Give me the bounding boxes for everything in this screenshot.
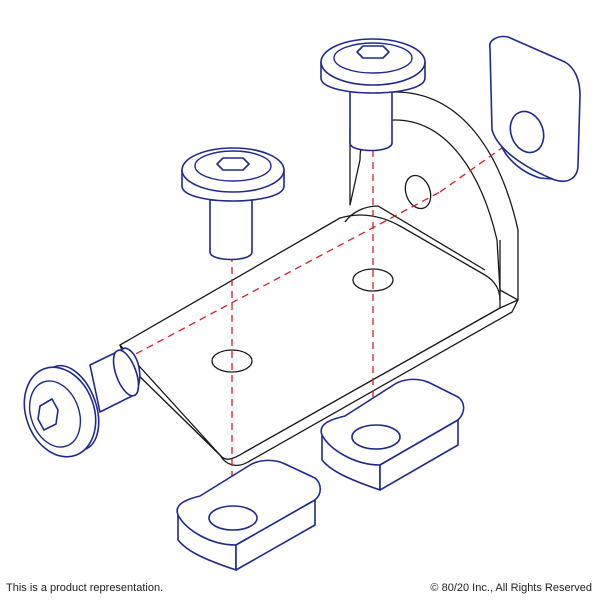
axis-side-screw (114, 191, 441, 366)
screw-side (23, 347, 141, 458)
screw-shank-end (112, 349, 140, 397)
t-nut-bottom-right (320, 378, 465, 491)
screw-shank (209, 199, 253, 261)
screw-dome-ring (194, 150, 272, 182)
copyright-text: © 80/20 Inc., All Rights Reserved (430, 582, 592, 594)
t-nut-hole (208, 505, 258, 531)
t-nut-hole (509, 110, 545, 154)
exploded-assembly-drawing (23, 35, 581, 571)
t-nut-face (488, 35, 581, 182)
hex-socket-icon (37, 398, 59, 431)
screw-top-left (181, 147, 285, 261)
t-nut-bottom-left (176, 459, 322, 571)
disclaimer-text: This is a product representation. (6, 582, 164, 594)
screw-dome-ring (28, 380, 82, 448)
t-nut-edge (379, 419, 459, 491)
base-hole-front (211, 349, 253, 373)
bracket-base-edge (119, 299, 519, 466)
bracket-fillet-line (344, 205, 486, 271)
screw-shank (349, 89, 393, 152)
screw-top-right (320, 38, 426, 152)
axis-flange-nut (439, 127, 531, 193)
screw-head-top (320, 38, 426, 86)
t-nut-flange (488, 35, 581, 182)
screw-dome-ring (333, 42, 413, 74)
hex-socket-icon (216, 157, 250, 171)
flange-hole (404, 174, 432, 210)
hex-socket-icon (356, 45, 390, 59)
base-hole-rear (352, 268, 394, 292)
t-nut-edge (235, 499, 316, 571)
assembly-axes (114, 127, 531, 525)
t-nut-hole (351, 424, 401, 450)
